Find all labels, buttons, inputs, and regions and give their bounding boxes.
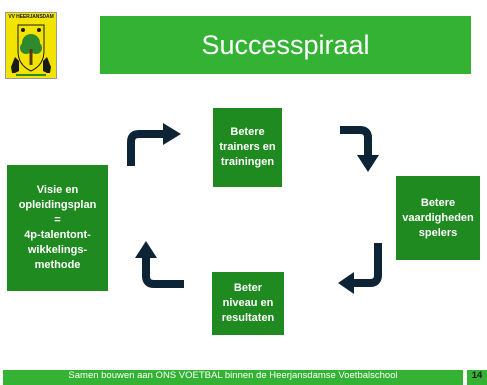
step-box-results: Beter niveau en resultaten [212,272,284,335]
arrow-down-left-icon [338,243,382,294]
arrow-right-down-icon [340,126,379,172]
title-banner: Successpiraal [100,16,471,74]
arrow-up-right-icon [127,123,181,166]
club-crest-icon [11,24,51,76]
footer-text: Samen bouwen aan ONS VOETBAL binnen de H… [68,370,398,381]
page-title: Successpiraal [201,29,370,60]
step-box-vision: Visie en opleidingsplan = 4p-talentont- … [7,165,108,291]
step-box-skills: Betere vaardigheden spelers [396,176,480,260]
logo-text: VV HEERJANSDAM [8,14,54,20]
footer-bar: Samen bouwen aan ONS VOETBAL binnen de H… [3,370,463,385]
page-number: 14 [467,370,487,385]
arrow-left-up-icon [135,241,184,288]
club-logo: VV HEERJANSDAM [5,12,57,79]
step-box-trainers: Betere trainers en trainingen [213,108,282,187]
